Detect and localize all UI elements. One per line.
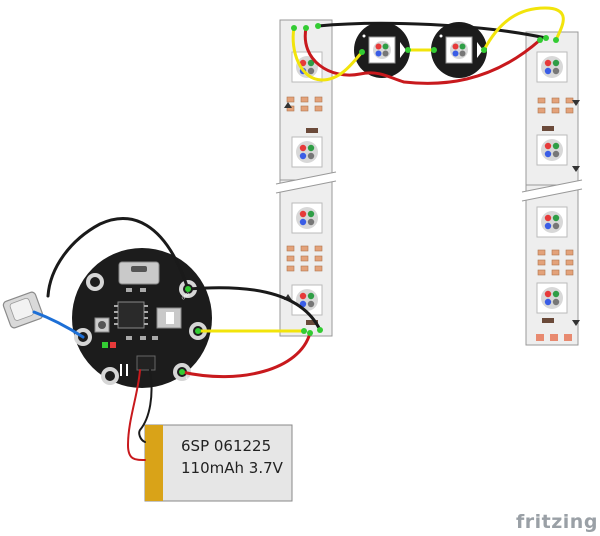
wire-battery-black xyxy=(138,369,153,443)
strip-pads xyxy=(286,96,574,276)
wire-red-vout xyxy=(180,331,312,379)
wire-black-top xyxy=(316,21,548,40)
right-strip-end-pads xyxy=(536,334,572,341)
wire-yellow-top-left xyxy=(291,26,364,82)
rgb-led-icon xyxy=(536,282,568,314)
status-led xyxy=(110,342,116,348)
wire-black-sensor xyxy=(46,217,190,298)
battery-body xyxy=(144,424,293,502)
rgb-led-icon xyxy=(536,134,568,166)
battery-label-line2: 110mAh 3.7V xyxy=(181,459,284,477)
rgb-led-icon xyxy=(536,206,568,238)
wire-blue-sensor xyxy=(32,310,85,339)
battery-label-line1: 6SP 061225 xyxy=(181,437,271,455)
right-strip-cut-gap xyxy=(522,180,582,201)
neopixel-1 xyxy=(354,22,410,78)
pwr-led xyxy=(102,342,108,348)
svg-text:GND: GND xyxy=(180,291,190,301)
solder-pad-icon xyxy=(179,23,559,375)
microcontroller-chip xyxy=(117,301,145,329)
svg-text:Vout: Vout xyxy=(184,375,194,385)
fritzing-logo: fritzing xyxy=(516,511,598,533)
left-strip-cut-gap xyxy=(276,172,336,193)
tilt-sensor xyxy=(2,291,44,329)
neopixel-2 xyxy=(431,22,487,78)
battery-tab xyxy=(145,425,163,501)
rgb-led-icon xyxy=(536,51,568,83)
usb-connector xyxy=(118,261,160,285)
rgb-led-icon xyxy=(291,136,323,168)
wire-battery-red xyxy=(127,369,146,461)
wire-yellow-top-right xyxy=(482,6,565,52)
lipo-battery: 6SP 061225 110mAh 3.7V xyxy=(144,424,293,502)
gemma-board: GND Vout xyxy=(72,248,212,388)
wires xyxy=(32,6,565,461)
wire-red-top-left xyxy=(303,26,542,85)
strip-capacitors xyxy=(306,126,554,325)
rgb-led-icon xyxy=(291,202,323,234)
rgb-led-icon xyxy=(291,284,323,316)
jst-connector xyxy=(136,355,156,371)
wire-black-gnd xyxy=(186,286,322,332)
